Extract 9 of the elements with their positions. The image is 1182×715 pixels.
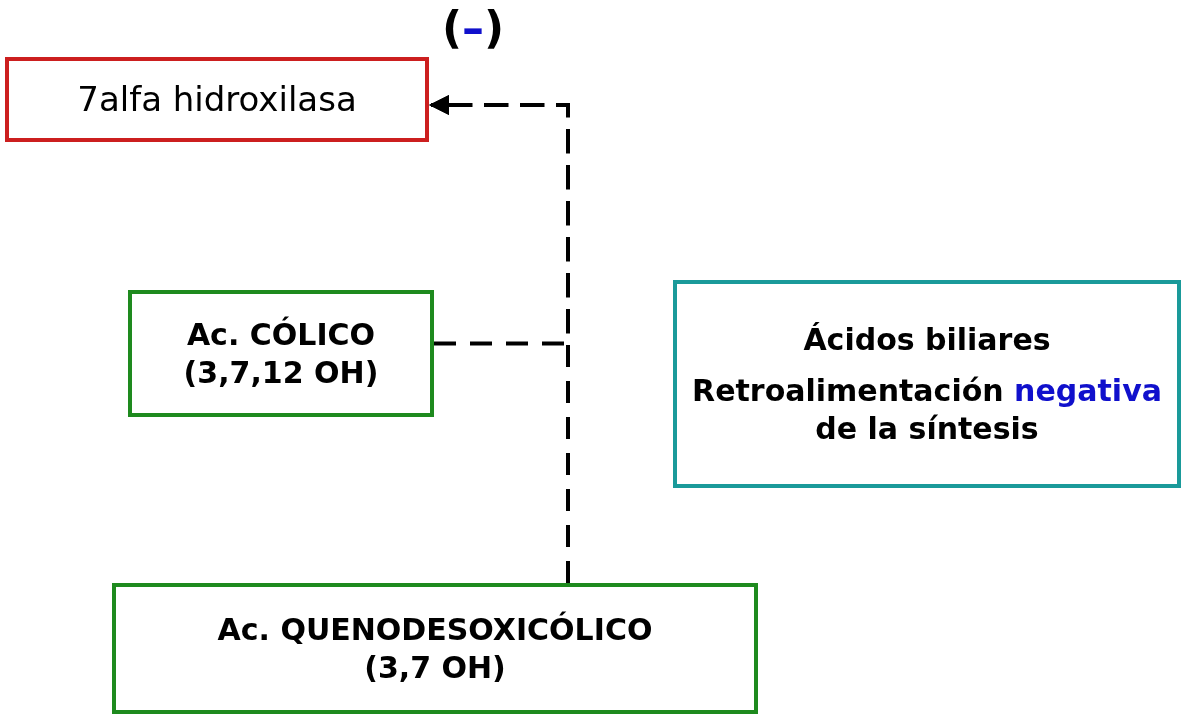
label-box xyxy=(5,57,429,142)
label-box xyxy=(673,280,1181,488)
box-text: Ac. QUENODESOXICÓLICO (3,7 OH) xyxy=(216,611,654,686)
label-box xyxy=(128,290,434,417)
box-text: Retroalimentación negativa de la síntesis xyxy=(692,372,1162,448)
box-text: Ácidos biliares xyxy=(803,320,1051,359)
box-text: 7alfa hidroxilasa xyxy=(77,78,357,121)
box-text: Ac. CÓLICO (3,7,12 OH) xyxy=(182,316,380,391)
label-box xyxy=(112,583,758,714)
